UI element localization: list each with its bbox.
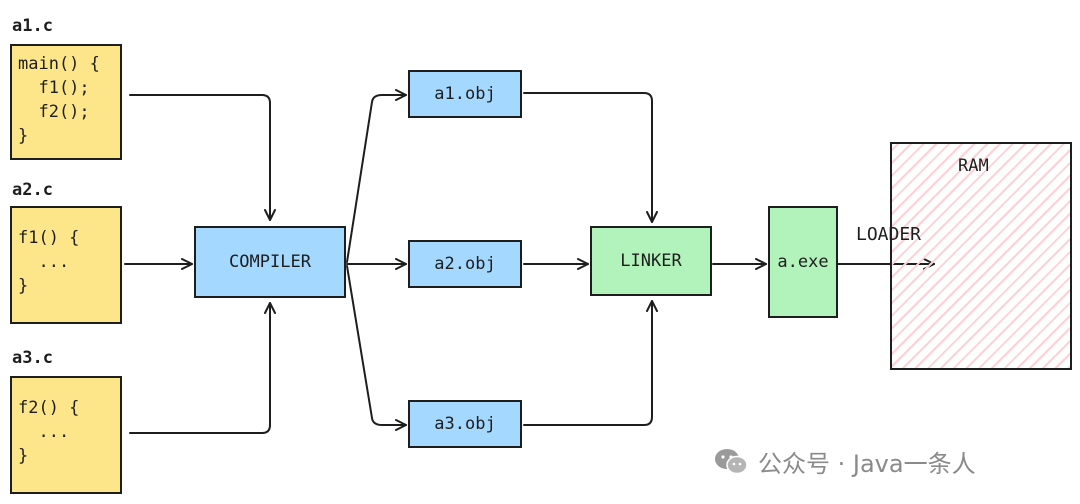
source-file-a1: main() { f1(); f2(); } bbox=[10, 44, 122, 160]
file-label-a1: a1.c bbox=[12, 16, 53, 36]
arrow-compiler-to-a1obj bbox=[346, 89, 407, 263]
code-line: f2() { bbox=[18, 398, 80, 418]
code-line: main() { bbox=[18, 54, 100, 74]
object-file-a1: a1.obj bbox=[408, 70, 522, 118]
compiler-box: COMPILER bbox=[194, 226, 346, 298]
object-label: a1.obj bbox=[434, 84, 496, 104]
code-line: f1() { bbox=[18, 228, 80, 248]
code-line: } bbox=[18, 276, 29, 296]
executable-box: a.exe bbox=[768, 206, 838, 318]
source-file-a2: f1() { ... } bbox=[10, 206, 122, 324]
loader-label: LOADER bbox=[856, 224, 922, 245]
object-file-a3: a3.obj bbox=[408, 400, 522, 448]
ram-label: RAM bbox=[958, 156, 989, 176]
code-line: ... bbox=[18, 422, 70, 442]
object-file-a2: a2.obj bbox=[408, 240, 522, 288]
arrow-a1-to-compiler bbox=[129, 94, 276, 221]
watermark: 公众号 · Java一条人 bbox=[714, 444, 976, 479]
code-line: ... bbox=[18, 252, 70, 272]
compiler-label: COMPILER bbox=[229, 252, 311, 272]
arrow-a3-to-compiler bbox=[129, 302, 276, 434]
executable-label: a.exe bbox=[777, 252, 829, 272]
arrow-a3obj-to-linker bbox=[523, 300, 658, 426]
code-line: f2(); bbox=[18, 102, 90, 122]
arrow-a1obj-to-linker bbox=[523, 92, 658, 223]
linker-label: LINKER bbox=[620, 251, 682, 271]
file-label-a3: a3.c bbox=[12, 348, 53, 368]
wechat-icon bbox=[715, 448, 748, 474]
linker-box: LINKER bbox=[590, 226, 712, 296]
file-label-a2: a2.c bbox=[12, 180, 53, 200]
watermark-text: 公众号 · Java一条人 bbox=[758, 450, 976, 478]
object-label: a2.obj bbox=[434, 254, 496, 274]
source-file-a3: f2() { ... } bbox=[10, 376, 122, 494]
code-line: } bbox=[18, 446, 29, 466]
code-line: f1(); bbox=[18, 78, 90, 98]
object-label: a3.obj bbox=[434, 414, 496, 434]
arrow-compiler-to-a3obj bbox=[346, 265, 407, 431]
ram-box: RAM bbox=[890, 142, 1072, 370]
code-line: } bbox=[18, 126, 29, 146]
